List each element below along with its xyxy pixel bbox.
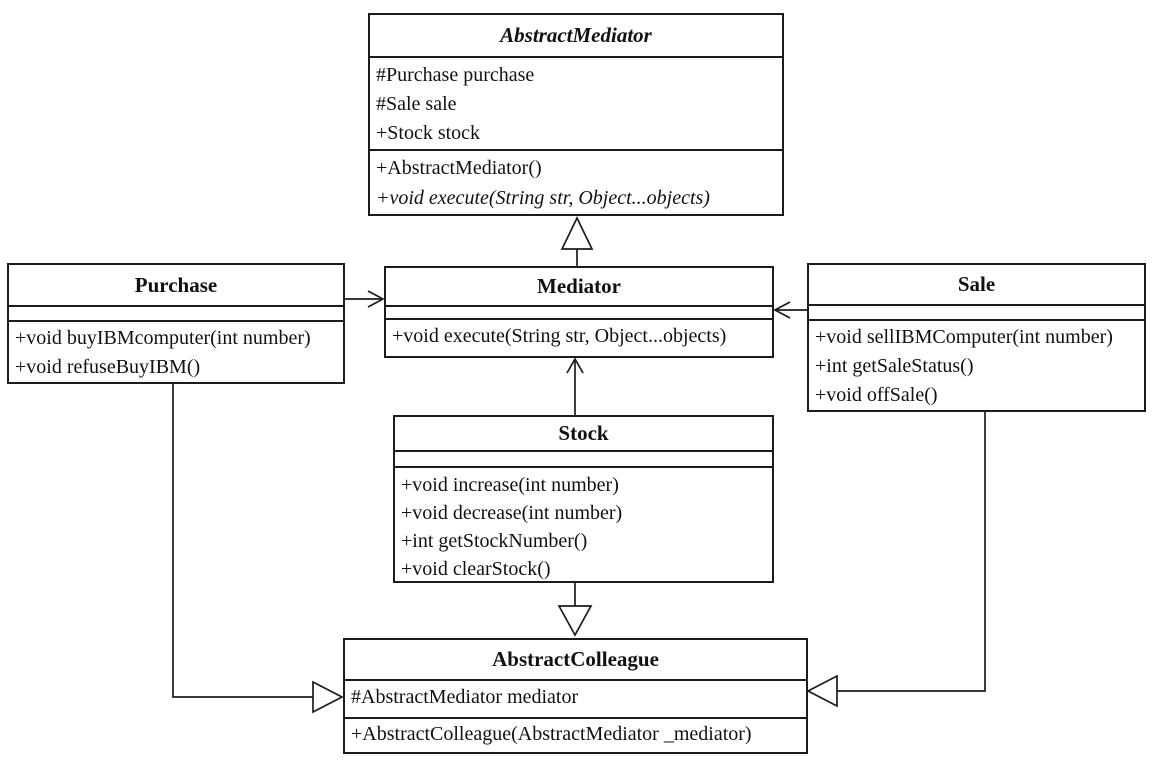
fields-compartment [9,305,343,320]
class-method: +void decrease(int number) [401,502,623,524]
class-title: Stock [558,421,609,445]
class-field: #Sale sale [376,93,457,115]
class-box-stock: Stock +void increase(int number) +void d… [393,415,774,583]
methods-compartment: +void execute(String str, Object...objec… [386,318,772,356]
class-box-purchase: Purchase +void buyIBMcomputer(int number… [7,263,345,384]
methods-compartment: +void buyIBMcomputer(int number) +void r… [9,320,343,382]
class-method: +void increase(int number) [401,474,619,496]
class-method: +void refuseBuyIBM() [15,356,201,378]
methods-compartment: +void sellIBMComputer(int number) +int g… [809,319,1144,410]
association-arrow-stock-to-mediator [566,357,584,415]
generalization-arrow-stock-to-abstractcolleague [557,583,593,637]
class-title: Sale [957,272,996,296]
class-method: +void execute(String str, Object...objec… [392,325,727,347]
methods-compartment: +AbstractMediator() +void execute(String… [370,149,782,214]
class-method: +int getStockNumber() [401,530,588,552]
methods-compartment: +void increase(int number) +void decreas… [395,466,772,581]
fields-compartment [395,450,772,466]
class-field: +Stock stock [376,122,481,144]
class-method: +AbstractColleague(AbstractMediator _med… [351,723,752,745]
fields-compartment [386,305,772,318]
association-arrow-purchase-to-mediator [345,290,385,308]
class-method: +void execute(String str, Object...objec… [376,187,710,209]
generalization-arrow-purchase-to-abstractcolleague [172,384,344,714]
class-title: AbstractColleague [492,647,659,671]
class-method: +int getSaleStatus() [815,355,974,377]
methods-compartment: +AbstractColleague(AbstractMediator _med… [345,717,806,752]
class-field: #AbstractMediator mediator [351,686,579,708]
fields-compartment: #AbstractMediator mediator [345,679,806,717]
class-field: #Purchase purchase [376,64,535,86]
fields-compartment [809,304,1144,319]
class-box-abstract-colleague: AbstractColleague #AbstractMediator medi… [343,638,808,754]
fields-compartment: #Purchase purchase #Sale sale +Stock sto… [370,56,782,149]
class-title: Mediator [537,274,621,298]
generalization-arrow-mediator-to-abstractmediator [560,216,594,266]
class-method: +void sellIBMComputer(int number) [815,326,1113,348]
association-arrow-sale-to-mediator [773,301,807,319]
class-title: AbstractMediator [500,23,652,47]
generalization-arrow-sale-to-abstractcolleague [806,412,986,708]
class-method: +void clearStock() [401,558,551,580]
class-box-sale: Sale +void sellIBMComputer(int number) +… [807,263,1146,412]
class-title: Purchase [134,272,218,297]
class-method: +AbstractMediator() [376,157,542,179]
class-box-abstract-mediator: AbstractMediator #Purchase purchase #Sal… [368,13,784,216]
class-method: +void offSale() [815,384,938,406]
class-box-mediator: Mediator +void execute(String str, Objec… [384,266,774,358]
class-method: +void buyIBMcomputer(int number) [15,327,311,349]
